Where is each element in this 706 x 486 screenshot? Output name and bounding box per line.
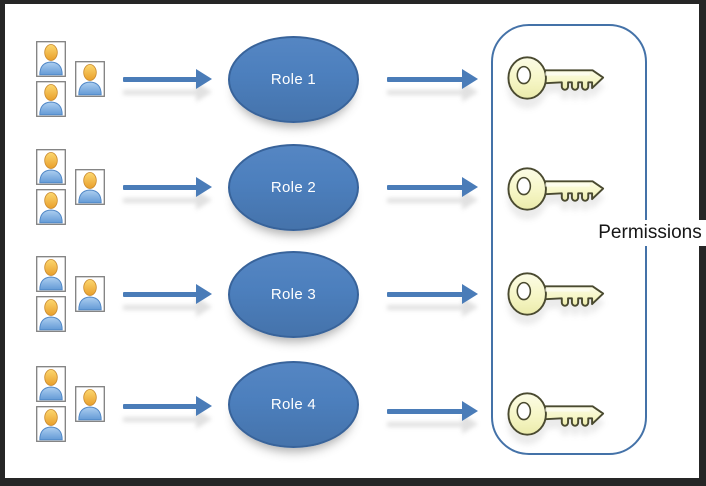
user-icon — [75, 386, 105, 422]
permissions-label: Permissions — [589, 220, 706, 246]
key-icon — [507, 267, 607, 321]
user-icon — [36, 256, 66, 292]
role-to-permission-arrow — [387, 69, 478, 89]
role-to-permission-arrow — [387, 401, 478, 421]
role-1-label: Role 1 — [270, 71, 317, 88]
key-icon — [507, 51, 607, 105]
role-3-label: Role 3 — [270, 286, 317, 303]
user-icon — [36, 41, 66, 77]
user-icon — [36, 296, 66, 332]
user-group-2 — [36, 149, 106, 225]
role-1-ellipse: Role 1 — [228, 36, 359, 123]
role-4-label: Role 4 — [270, 396, 317, 413]
role-3-ellipse: Role 3 — [228, 251, 359, 338]
user-group-3 — [36, 256, 106, 332]
role-to-permission-arrow — [387, 284, 478, 304]
users-to-role-arrow — [123, 69, 212, 89]
users-to-role-arrow — [123, 396, 212, 416]
user-icon — [75, 169, 105, 205]
role-2-label: Role 2 — [270, 179, 317, 196]
role-to-permission-arrow — [387, 177, 478, 197]
user-icon — [36, 81, 66, 117]
user-icon — [36, 149, 66, 185]
role-4-ellipse: Role 4 — [228, 361, 359, 448]
user-group-4 — [36, 366, 106, 442]
users-to-role-arrow — [123, 284, 212, 304]
user-group-1 — [36, 41, 106, 117]
user-icon — [36, 366, 66, 402]
role-2-ellipse: Role 2 — [228, 144, 359, 231]
users-to-role-arrow — [123, 177, 212, 197]
user-icon — [75, 61, 105, 97]
user-icon — [75, 276, 105, 312]
user-icon — [36, 189, 66, 225]
user-icon — [36, 406, 66, 442]
key-icon — [507, 162, 607, 216]
